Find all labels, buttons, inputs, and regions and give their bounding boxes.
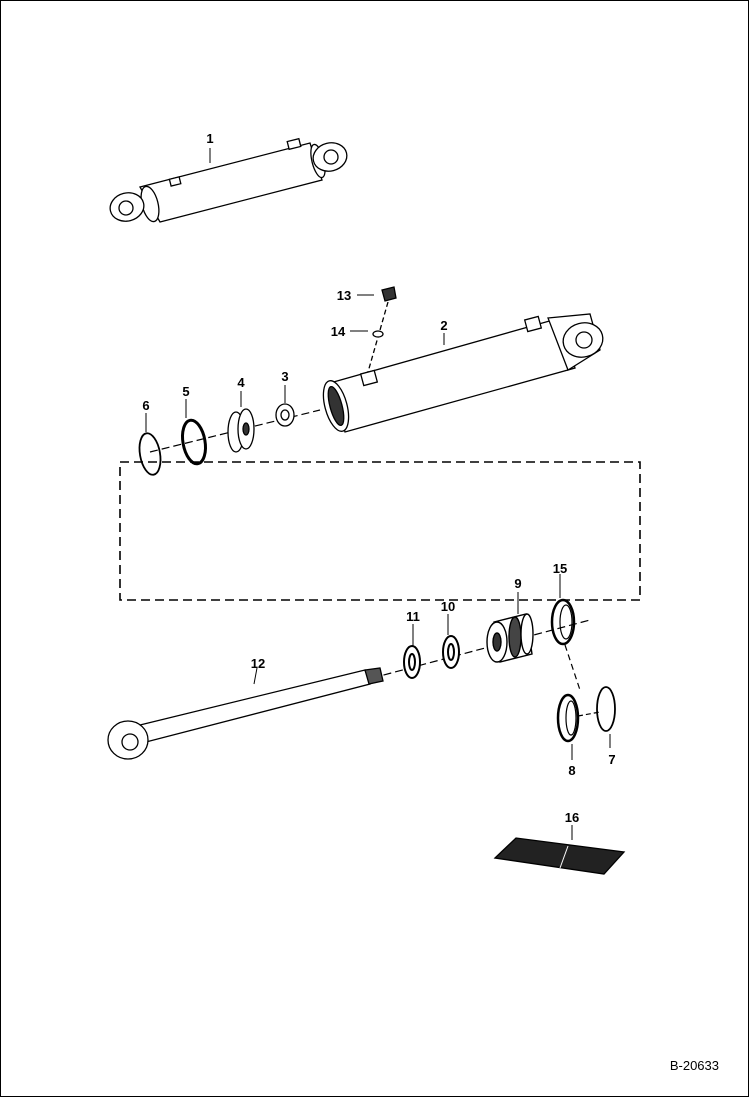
fitting-drawing	[367, 286, 397, 373]
ring-7-drawing	[596, 686, 616, 732]
callout-7: 7	[608, 752, 615, 767]
callout-3: 3	[281, 369, 288, 384]
piston-nut-drawing	[275, 403, 295, 427]
callout-11: 11	[406, 609, 420, 624]
ring-8-drawing	[556, 693, 580, 743]
rod-drawing	[107, 667, 384, 760]
seal-5-drawing	[181, 418, 207, 466]
cylinder-assembly-drawing	[109, 137, 348, 223]
callout-leaders	[145, 148, 611, 840]
callout-14: 14	[331, 324, 346, 339]
callout-16: 16	[565, 810, 579, 825]
callout-1: 1	[206, 131, 213, 146]
barrel-drawing	[322, 313, 604, 433]
piston-drawing	[227, 408, 255, 453]
gland-drawing	[486, 613, 534, 663]
callout-8: 8	[568, 763, 575, 778]
figure-reference-code: B-20633	[669, 1058, 719, 1073]
seal-11-drawing	[403, 645, 421, 679]
callout-15: 15	[553, 561, 567, 576]
seal-15-drawing	[550, 598, 576, 646]
ring-leader-line	[564, 644, 581, 691]
seal-10-drawing	[442, 635, 460, 669]
callout-5: 5	[182, 384, 189, 399]
callout-12: 12	[251, 656, 265, 671]
seal-kit-enclosure	[119, 461, 641, 601]
callout-13: 13	[337, 288, 351, 303]
seal-kit-drawing	[493, 837, 626, 875]
ring-6-drawing	[138, 432, 162, 476]
callout-4: 4	[237, 375, 245, 390]
callout-9: 9	[514, 576, 521, 591]
callout-10: 10	[441, 599, 455, 614]
ring-7-leader	[577, 711, 601, 717]
callout-2: 2	[440, 318, 447, 333]
callout-6: 6	[142, 398, 149, 413]
